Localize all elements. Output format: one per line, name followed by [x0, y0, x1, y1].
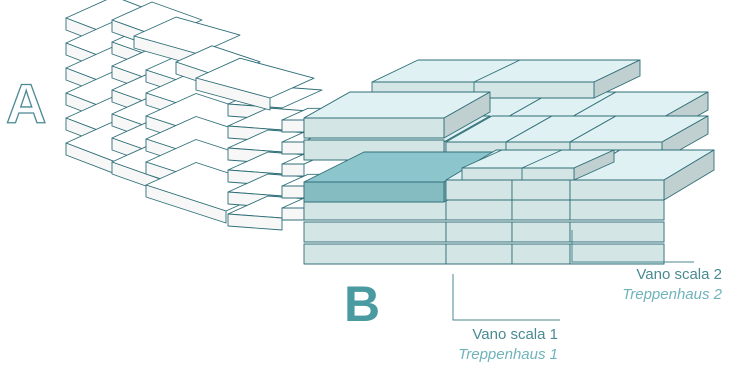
building-a-blocks [65, 0, 331, 231]
slab-front-face [511, 221, 571, 243]
slab-block [303, 221, 447, 243]
slab-front-face [461, 167, 525, 181]
slab-front-face [281, 119, 305, 133]
stair-1-sublabel: Treppenhaus 1 [458, 346, 558, 363]
slab-block [511, 199, 571, 221]
slab-block [511, 221, 571, 243]
slab-front-face [281, 141, 305, 155]
slab-front-face [227, 213, 283, 231]
stair-2-label: Vano scala 2 [636, 266, 722, 283]
slab-front-face [281, 207, 305, 221]
slab-front-face [145, 184, 227, 224]
slab-front-face [511, 199, 571, 221]
slab-front-face [569, 199, 665, 221]
slab-block [569, 149, 715, 201]
slab-front-face [303, 117, 445, 139]
slab-front-face [303, 181, 445, 203]
slab-front-face [569, 243, 665, 265]
stair-2-sublabel: Treppenhaus 2 [622, 286, 722, 303]
slab-front-face [195, 77, 271, 111]
building-b-blocks [303, 59, 715, 265]
slab-block [303, 151, 505, 203]
slab-block [445, 221, 513, 243]
stair-1-label: Vano scala 1 [472, 326, 558, 343]
slab-front-face [569, 179, 665, 201]
slab-block [511, 243, 571, 265]
slab-front-face [445, 179, 513, 201]
slab-block [569, 221, 665, 243]
slab-front-face [281, 185, 305, 199]
slab-block [569, 199, 665, 221]
building-b-letter: B [344, 276, 380, 332]
slab-block [303, 91, 491, 139]
slab-front-face [303, 199, 447, 221]
slab-block [303, 243, 447, 265]
slab-block [445, 243, 513, 265]
slab-front-face [511, 243, 571, 265]
stair-1-leader-line [452, 274, 560, 321]
slab-block [569, 243, 665, 265]
slab-front-face [521, 167, 575, 181]
slab-front-face [569, 221, 665, 243]
slab-front-face [445, 199, 513, 221]
slab-front-face [281, 163, 305, 177]
slab-block [195, 57, 315, 111]
slab-block [445, 199, 513, 221]
slab-front-face [303, 221, 447, 243]
slab-front-face [303, 243, 447, 265]
slab-front-face [445, 221, 513, 243]
stair-2-leader-line [571, 230, 694, 263]
building-a-letter: A [6, 72, 46, 135]
slab-front-face [445, 243, 513, 265]
slab-front-face [473, 81, 595, 99]
slab-front-face [511, 179, 571, 201]
slab-block [303, 199, 447, 221]
slab-block [473, 59, 641, 99]
slab-block [569, 115, 709, 161]
slab-block [521, 149, 615, 181]
